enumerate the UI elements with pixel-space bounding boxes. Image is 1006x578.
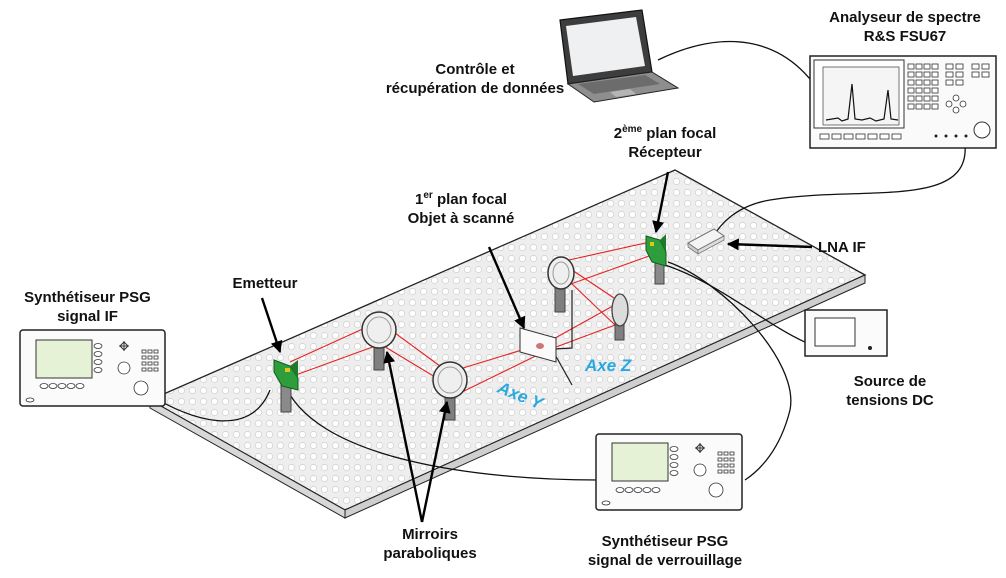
- analyzer-label-line2: R&S FSU67: [863, 28, 947, 45]
- dc-voltage-source: [804, 309, 888, 357]
- arrow-mirror-2: [420, 400, 451, 523]
- focal-plane-2-line2: Récepteur: [628, 144, 702, 161]
- lna-label: LNA IF: [818, 239, 866, 256]
- arrow-lna: [726, 238, 813, 251]
- arrow-receiver: [652, 171, 670, 234]
- parabolic-mirror-1: [361, 311, 397, 371]
- analyzer-buttons: [945, 94, 967, 114]
- spectrum-analyzer: [809, 55, 997, 149]
- emitter-label: Emetteur: [232, 275, 298, 292]
- arrow-mirror-1: [383, 350, 424, 523]
- arrow-emitter: [260, 297, 283, 354]
- nav-cross-icon: [119, 341, 129, 351]
- optical-table: [148, 169, 867, 519]
- cable-analyzer-lna: [711, 144, 966, 239]
- focal2-num: 2: [613, 125, 623, 142]
- receiver-module: [645, 234, 667, 285]
- focal-plane-1-line1: 1er plan focal: [386, 190, 536, 209]
- analyzer-label: Analyseur de spectre R&S FSU67: [810, 8, 1000, 46]
- focal2-rest: plan focal: [642, 125, 717, 142]
- laptop: [559, 9, 680, 103]
- focal-plane-2-label: 2ème plan focal Récepteur: [600, 124, 730, 162]
- synth-lock-line1: Synthétiseur PSG: [601, 533, 729, 550]
- spectrum-trace: [825, 83, 899, 122]
- synthesizer-if: [19, 329, 166, 407]
- parabolic-mirror-3: [547, 256, 575, 313]
- nav-cross-icon: [695, 443, 705, 453]
- focal1-sup: er: [423, 190, 433, 201]
- focal1-rest: plan focal: [432, 191, 507, 208]
- cable-laptop-analyzer: [657, 40, 831, 111]
- dc-source-line1: Source de: [853, 373, 927, 390]
- analyzer-knob: [973, 121, 991, 139]
- cable-emitter-synth-lock: [282, 379, 599, 481]
- synth-if-line1: Synthétiseur PSG: [24, 289, 151, 306]
- parabolic-mirror-4: [611, 293, 629, 341]
- dc-source-line2: tensions DC: [846, 392, 934, 409]
- synth-if-label: Synthétiseur PSG signal IF: [0, 288, 175, 326]
- lna-if-amplifier: [687, 228, 725, 255]
- focal1-num: 1: [415, 191, 424, 208]
- arrow-object: [487, 246, 526, 330]
- focal2-sup: ème: [622, 124, 643, 135]
- synth-if-line2: signal IF: [57, 308, 118, 325]
- mirrors-label: Mirroirs paraboliques: [365, 525, 495, 563]
- control-label-line1: Contrôle et: [435, 61, 515, 78]
- focal-plane-2-line1: 2ème plan focal: [600, 124, 730, 143]
- analyzer-label-line1: Analyseur de spectre: [829, 9, 981, 26]
- axis-z-label: Axe Z: [585, 356, 632, 375]
- focal-plane-1-line2: Objet à scanné: [407, 210, 515, 227]
- mirrors-line2: paraboliques: [383, 545, 477, 562]
- synth-lock-label: Synthétiseur PSG signal de verrouillage: [565, 532, 765, 570]
- synthesizer-lock: [595, 433, 743, 511]
- pointer-arrows: [260, 171, 813, 523]
- mirrors-line1: Mirroirs: [402, 526, 458, 543]
- scanned-object: [519, 327, 557, 363]
- control-label: Contrôle et récupération de données: [375, 60, 575, 98]
- synth-lock-line2: signal de verrouillage: [587, 552, 743, 569]
- focal-plane-1-label: 1er plan focal Objet à scanné: [386, 190, 536, 228]
- cable-receiver-synth-lock: [667, 261, 792, 481]
- control-label-line2: récupération de données: [385, 80, 565, 97]
- dc-source-label: Source de tensions DC: [825, 372, 955, 410]
- emitter-module: [273, 359, 299, 413]
